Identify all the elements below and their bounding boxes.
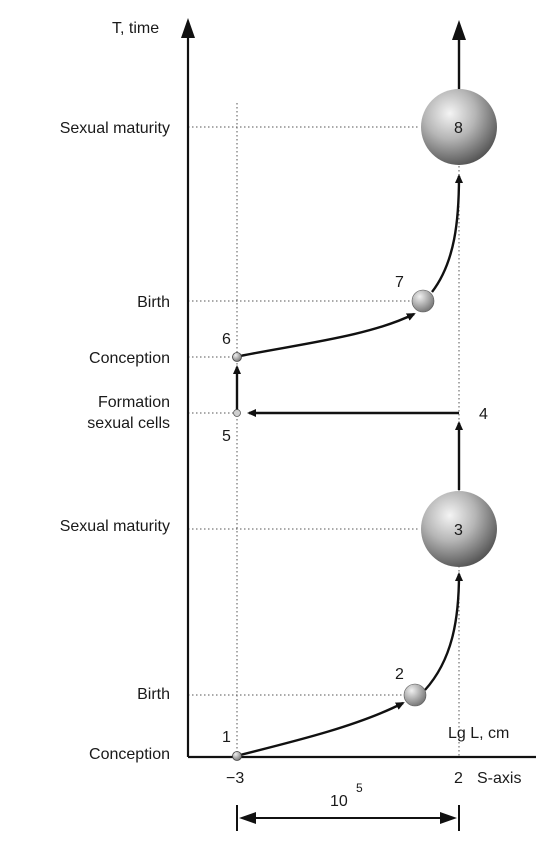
span-left-arrowhead	[239, 812, 256, 824]
stage-points	[232, 89, 497, 761]
label-sexual-maturity-bottom: Sexual maturity	[60, 518, 170, 535]
point-1	[232, 751, 242, 761]
point-8-label: 8	[454, 120, 463, 137]
point-5	[233, 409, 241, 417]
label-conception-top: Conception	[89, 350, 170, 367]
point-4-label: 4	[479, 406, 488, 423]
point-2-label: 2	[395, 666, 404, 683]
point-labels: 1 2 3 4 5 6 7 8	[222, 120, 488, 746]
span-right-arrowhead	[440, 812, 457, 824]
axes	[181, 18, 536, 759]
arrow-8-up-head	[452, 20, 466, 40]
span-exponent-label: 5	[356, 781, 363, 795]
point-7	[411, 289, 435, 313]
point-6	[232, 352, 242, 362]
span-indicator: 10 5	[236, 781, 460, 831]
point-7-label: 7	[395, 274, 404, 291]
label-formation-line2: sexual cells	[87, 415, 170, 432]
arrow-6-to-7	[239, 312, 416, 358]
arrow-2-to-3	[424, 572, 463, 691]
label-conception-bottom: Conception	[89, 746, 170, 763]
label-formation-line1: Formation	[98, 394, 170, 411]
arrow-7-to-8	[431, 174, 463, 293]
x-tick-left: −3	[226, 770, 244, 787]
label-birth-bottom: Birth	[137, 686, 170, 703]
guide-lines	[188, 103, 460, 757]
point-3-sphere	[421, 491, 497, 567]
point-6-label: 6	[222, 331, 231, 348]
s-axis-label: S-axis	[477, 770, 521, 787]
point-3-label: 3	[454, 522, 463, 539]
label-sexual-maturity-top: Sexual maturity	[60, 120, 170, 137]
label-birth-top: Birth	[137, 294, 170, 311]
x-tick-right: 2	[454, 770, 463, 787]
level-labels: Sexual maturity Birth Conception Formati…	[60, 120, 170, 763]
point-2	[403, 683, 427, 707]
x-axis-label: Lg L, cm	[448, 725, 509, 742]
y-axis-label: T, time	[112, 20, 159, 37]
span-base-label: 10	[330, 793, 348, 810]
arrow-1-to-2	[239, 701, 405, 757]
point-8-sphere	[421, 89, 497, 165]
point-5-label: 5	[222, 428, 231, 445]
lifecycle-flow	[233, 20, 466, 757]
time-axis-arrowhead	[181, 18, 195, 38]
point-1-label: 1	[222, 729, 231, 746]
